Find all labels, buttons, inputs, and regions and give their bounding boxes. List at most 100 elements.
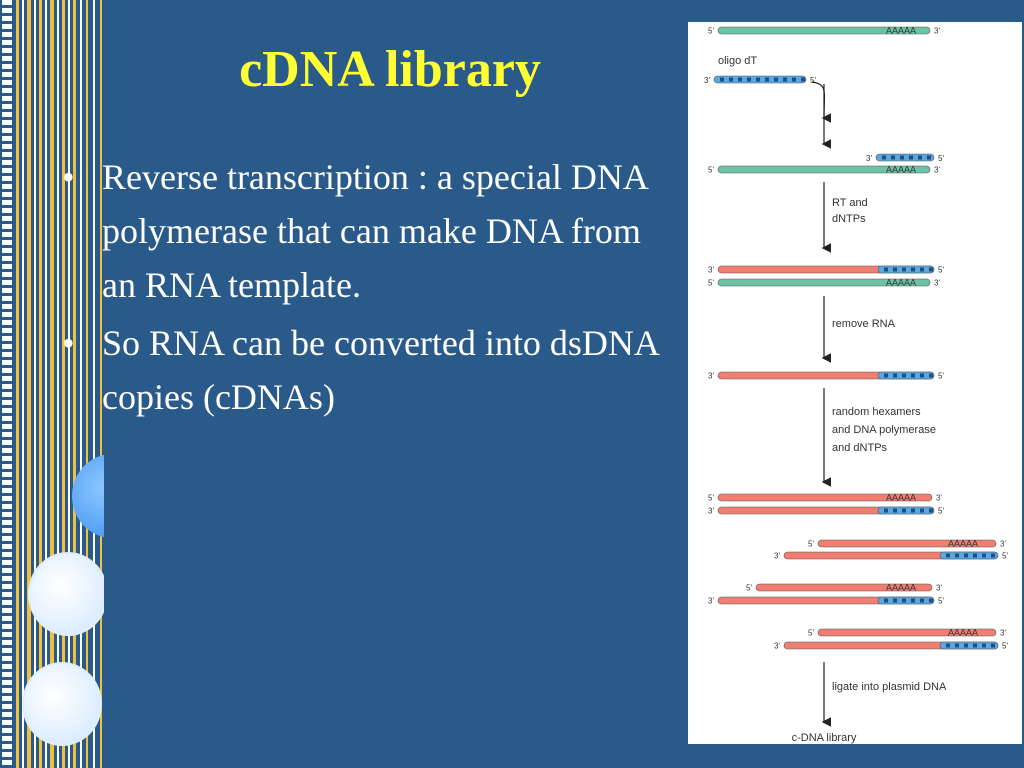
oligo-dt-tick	[747, 77, 751, 82]
bullet-item: • So RNA can be converted into dsDNA cop…	[58, 316, 658, 424]
oligo-dt-tick	[893, 598, 897, 603]
oligo-dt-tick	[929, 267, 933, 272]
poly-a-label: AAAAA	[886, 278, 916, 288]
oligo-dt-tick	[893, 508, 897, 513]
poly-a-label: AAAAA	[886, 26, 916, 36]
slide-title: cDNA library	[239, 41, 541, 98]
strand-end-label: 3'	[936, 494, 942, 503]
decorative-circle-blue	[72, 454, 104, 538]
bullet-marker: •	[62, 157, 75, 197]
decorative-side-strip	[0, 0, 104, 768]
strand-end-label: 3'	[934, 27, 940, 36]
oligo-dt-tick	[955, 553, 959, 558]
strand-end-label: 5'	[1002, 642, 1008, 651]
oligo-dt-tick	[911, 598, 915, 603]
oligo-dt-tick	[973, 643, 977, 648]
poly-a-label: AAAAA	[886, 493, 916, 503]
strand-end-label: 3'	[934, 279, 940, 288]
oligo-dt-tick	[902, 508, 906, 513]
strand-end-label: 5'	[746, 584, 752, 593]
strand-end-label: 3'	[1000, 540, 1006, 549]
oligo-dt-tick	[900, 155, 904, 160]
oligo-dt-tick	[982, 553, 986, 558]
oligo-dt-tick	[920, 508, 924, 513]
oligo-dt-tick	[738, 77, 742, 82]
oligo-dt-tick	[964, 553, 968, 558]
oligo-dt-tick	[911, 373, 915, 378]
oligo-dt-tick	[929, 373, 933, 378]
dashed-column	[2, 0, 12, 768]
strand-end-label: 5'	[708, 494, 714, 503]
strand-end-label: 3'	[866, 154, 872, 163]
oligo-dt-tick	[920, 267, 924, 272]
strand-end-label: 3'	[708, 507, 714, 516]
decorative-circle-light-2	[22, 662, 102, 746]
step-label-result: c-DNA library	[792, 732, 857, 744]
strand-end-label: 5'	[938, 597, 944, 606]
step-label-hexamers: random hexamers	[832, 406, 921, 418]
oligo-dt-tick	[982, 643, 986, 648]
oligo-dt-tick	[955, 643, 959, 648]
annealing-curve-arrow	[811, 81, 832, 123]
step-label-hexamers: and dNTPs	[832, 442, 888, 454]
bullet-list: • Reverse transcription : a special DNA …	[58, 150, 658, 428]
mrna-strand	[717, 278, 931, 287]
bullet-item: • Reverse transcription : a special DNA …	[58, 150, 658, 312]
strand-end-label: 5'	[808, 629, 814, 638]
strand-end-label: 3'	[708, 597, 714, 606]
oligo-dt-tick	[946, 553, 950, 558]
dna-strand	[817, 628, 997, 637]
strand-end-label: 5'	[708, 279, 714, 288]
oligo-dt-tick	[973, 553, 977, 558]
oligo-dt-tick	[891, 155, 895, 160]
oligo-dt-tick	[792, 77, 796, 82]
strand-end-label: 3'	[774, 642, 780, 651]
strand-end-label: 5'	[938, 154, 944, 163]
step-label-remove-rna: remove RNA	[832, 318, 896, 330]
mrna-strand	[717, 165, 931, 174]
dna-strand	[755, 583, 933, 592]
strand-end-label: 5'	[708, 27, 714, 36]
oligo-dt-tick	[884, 508, 888, 513]
poly-a-label: AAAAA	[886, 583, 916, 593]
oligo-dt-tick	[902, 598, 906, 603]
oligo-dt-tick	[902, 267, 906, 272]
step-label-oligo-dt: oligo dT	[718, 55, 757, 67]
mrna-strand	[717, 26, 931, 35]
strand-end-label: 5'	[938, 372, 944, 381]
oligo-dt-tick	[911, 267, 915, 272]
oligo-dt-tick	[911, 508, 915, 513]
strand-end-label: 3'	[708, 372, 714, 381]
strand-end-label: 3'	[934, 166, 940, 175]
oligo-dt-tick	[964, 643, 968, 648]
oligo-dt-tick	[929, 508, 933, 513]
cdna-library-diagram: 5' AAAAA 3' 3' 5' 3' 5' 5' AAAAA 3' 3' 5' 5' AAAAA 3' 3…	[688, 22, 1022, 744]
bullet-text: Reverse transcription : a special DNA po…	[102, 157, 647, 305]
oligo-dt-tick	[991, 553, 995, 558]
strand-end-label: 3'	[1000, 629, 1006, 638]
step-label-ligate: ligate into plasmid DNA	[832, 681, 947, 693]
oligo-dt-tick	[893, 373, 897, 378]
strand-end-label: 3'	[708, 266, 714, 275]
dna-strand	[717, 493, 933, 502]
strand-end-label: 5'	[938, 507, 944, 516]
strand-end-label: 3'	[774, 552, 780, 561]
oligo-dt-tick	[720, 77, 724, 82]
poly-a-label: AAAAA	[886, 165, 916, 175]
strand-end-label: 5'	[810, 76, 816, 85]
oligo-dt-tick	[991, 643, 995, 648]
strand-end-label: 5'	[1002, 552, 1008, 561]
oligo-dt-tick	[918, 155, 922, 160]
oligo-dt-tick	[884, 267, 888, 272]
oligo-dt-tick	[882, 155, 886, 160]
strand-end-label: 5'	[938, 266, 944, 275]
oligo-dt-tick	[774, 77, 778, 82]
oligo-dt-tick	[920, 373, 924, 378]
oligo-dt-tick	[765, 77, 769, 82]
oligo-dt-tick	[729, 77, 733, 82]
oligo-dt-tick	[801, 77, 805, 82]
dna-strand	[817, 539, 997, 548]
decorative-circle-light	[28, 552, 104, 636]
oligo-dt-tick	[756, 77, 760, 82]
bullet-marker: •	[62, 323, 75, 363]
